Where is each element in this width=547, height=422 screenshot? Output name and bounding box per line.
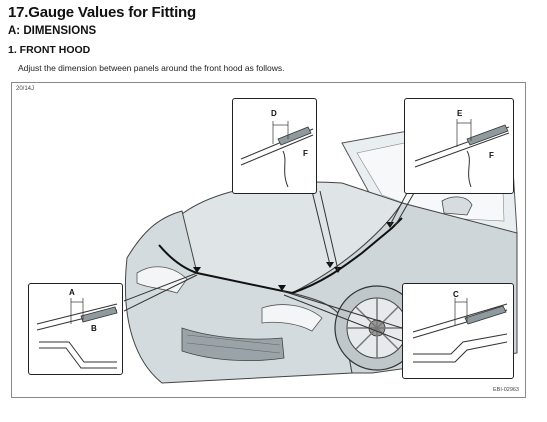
callout-d-f: D F: [232, 98, 317, 194]
subsection-title: A: DIMENSIONS: [8, 25, 97, 37]
callout-e-f: E F: [404, 98, 514, 194]
detail-c-illustration: [412, 298, 508, 363]
detail-a-b-illustration: [36, 298, 118, 369]
label-a: A: [69, 288, 75, 297]
front-hood-diagram: 20/14J EBI-02963: [11, 82, 526, 398]
figure-id: 20/14J: [16, 86, 35, 92]
item-heading: 1. FRONT HOOD: [8, 44, 91, 56]
detail-d-illustration: [240, 121, 314, 188]
label-c: C: [453, 290, 459, 299]
label-f-right: F: [489, 151, 494, 160]
callout-a-b: A B: [28, 283, 123, 375]
label-f-top: F: [303, 149, 308, 158]
intro-text: Adjust the dimension between panels arou…: [18, 63, 285, 73]
car-illustration: [123, 122, 518, 384]
callout-c: C: [402, 283, 514, 379]
detail-e-illustration: [414, 119, 510, 188]
label-b: B: [91, 324, 97, 333]
label-e: E: [457, 109, 463, 118]
label-d: D: [271, 109, 277, 118]
figure-code: EBI-02963: [493, 387, 519, 393]
section-title: 17.Gauge Values for Fitting: [8, 4, 196, 21]
